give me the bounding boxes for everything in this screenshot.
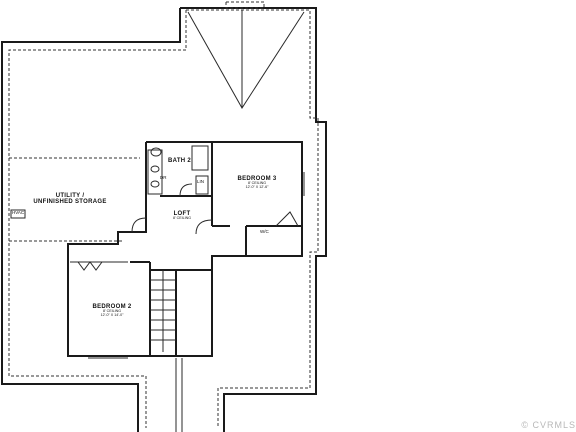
room-name: LOFT — [173, 211, 191, 217]
vanity-counter — [147, 149, 163, 195]
outer-roof-outline — [1, 8, 181, 432]
room-label-bedroom2: BEDROOM 2 8' CEILING 12'-0" X 14'-0" — [86, 304, 138, 318]
watermark: © CVRMLS — [521, 420, 576, 430]
door-swing-closet — [275, 211, 299, 227]
sink-icon — [150, 165, 160, 173]
room-size: 12'-0" X 12'-6" — [245, 185, 269, 190]
dryer-label: DR — [160, 175, 167, 180]
attic-dashed-right — [186, 9, 319, 428]
linen-closet — [195, 175, 209, 195]
door-swing-bath — [179, 183, 193, 197]
room-label-utility: UTILITY / UNFINISHED STORAGE — [30, 193, 110, 206]
attic-top-box — [225, 1, 265, 9]
toilet-icon — [150, 147, 162, 157]
room-label-bath2: BATH 2 — [168, 158, 192, 164]
closet-label: W/C — [260, 229, 269, 234]
attic-dashed-left — [8, 10, 187, 428]
upper-floor-walls — [67, 141, 303, 357]
roof-valley-lines — [187, 11, 305, 109]
tub-icon — [191, 145, 209, 171]
utility-line-1: UTILITY / — [55, 193, 85, 199]
room-name: BEDROOM 3 — [237, 176, 277, 182]
room-label-loft: LOFT 8' CEILING — [164, 211, 200, 221]
linen-label: LIN — [197, 179, 205, 184]
room-name: BEDROOM 2 — [92, 304, 132, 310]
room-label-bedroom3: BEDROOM 3 8' CEILING 12'-0" X 12'-6" — [228, 176, 286, 190]
sink-icon — [150, 180, 160, 188]
staircase — [150, 270, 176, 352]
outer-roof-outline-right — [180, 7, 327, 432]
door-swing-bedroom3 — [195, 219, 213, 235]
room-ceiling: 8' CEILING — [102, 309, 122, 314]
utility-line-2: UNFINISHED STORAGE — [33, 199, 107, 206]
room-size: 12'-0" X 14'-0" — [100, 313, 124, 318]
room-ceiling: 8' CEILING — [172, 216, 192, 221]
hvac-label: HVAC — [12, 210, 25, 215]
door-swing-bedroom2 — [131, 217, 147, 233]
bedroom2-closet-door — [77, 261, 103, 271]
room-ceiling: 8' CEILING — [247, 181, 267, 186]
hvac-unit — [10, 209, 26, 219]
